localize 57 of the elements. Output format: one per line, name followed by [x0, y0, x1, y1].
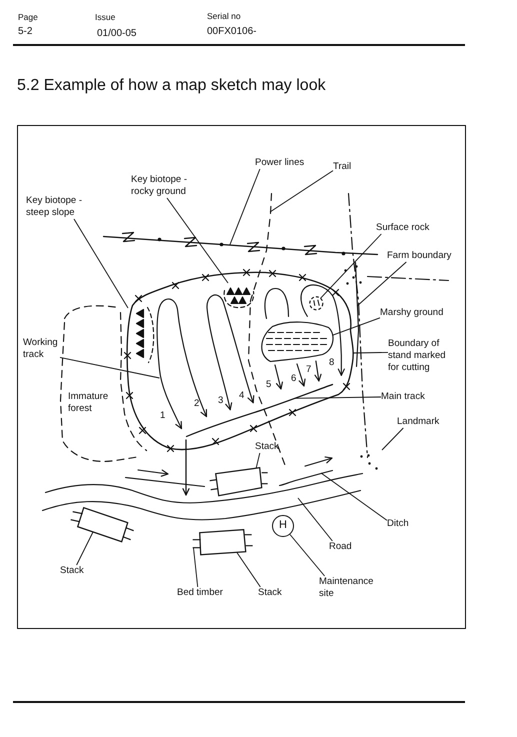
header-value: 00FX0106-: [207, 26, 256, 38]
callout-label: Power lines: [255, 157, 304, 169]
callout-label: Key biotope - rocky ground: [131, 174, 191, 198]
header-label: Issue: [95, 11, 116, 23]
area-label: Immature forest: [68, 391, 110, 415]
leader-line: [166, 198, 228, 284]
callout-label: Ditch: [387, 518, 409, 530]
leader-line: [74, 218, 128, 308]
leader-line: [270, 170, 334, 212]
callout-number: 2: [194, 398, 200, 410]
stack-symbol: [70, 507, 135, 543]
callout-number: 3: [218, 395, 224, 407]
leader-line: [352, 352, 388, 354]
callout-number: 7: [306, 364, 312, 376]
callout-label: Stack: [258, 587, 282, 599]
header-label: Page: [18, 11, 38, 23]
leader-line: [356, 262, 407, 306]
callout-label: Marshy ground: [380, 307, 444, 319]
leader-line: [256, 452, 260, 470]
leader-line: [320, 234, 382, 299]
section-title: 5.2 Example of how a map sketch may look: [17, 76, 326, 95]
callout-number: 1: [160, 410, 166, 422]
stack-symbol: [192, 529, 254, 556]
track-arrow: [156, 298, 207, 430]
leader-line: [290, 534, 326, 576]
leader-line: [382, 428, 404, 450]
callout-number: 5: [266, 379, 272, 391]
callout-label: Working track: [23, 337, 60, 361]
callout-label: Bed timber: [177, 587, 223, 599]
callout-number: 6: [291, 373, 296, 385]
leader-line: [193, 548, 198, 588]
leader-line: [294, 396, 382, 399]
callout-label: Surface rock: [376, 222, 430, 234]
leader-line: [60, 356, 160, 378]
leader-line: [230, 168, 260, 246]
rock-symbol: [308, 296, 324, 310]
callout-label: Main track: [381, 391, 425, 403]
callout-label: Farm boundary: [387, 250, 452, 262]
header-value: 01/00-05: [97, 28, 136, 40]
callout-label: Road: [329, 541, 352, 553]
callout-label: Boundary of stand marked for cutting: [388, 338, 448, 374]
header-label: Serial no: [207, 10, 241, 22]
callout-label: Landmark: [397, 416, 440, 428]
header-value: 5-2: [18, 26, 32, 38]
leader-line: [236, 552, 261, 588]
stack-symbol: [209, 467, 269, 497]
callout-number: 8: [329, 357, 334, 369]
callout-label: Trail: [333, 161, 352, 173]
callout-label: Stack: [60, 565, 84, 577]
leader-line: [320, 472, 388, 521]
callout-label: Stack: [255, 441, 279, 453]
site-marker: H: [272, 515, 294, 537]
callout-label: Key biotope - steep slope: [26, 195, 86, 219]
callout-label: Maintenance site: [319, 576, 375, 600]
callout-number: 4: [239, 390, 244, 402]
leader-line: [332, 317, 380, 336]
leader-line: [298, 498, 333, 542]
